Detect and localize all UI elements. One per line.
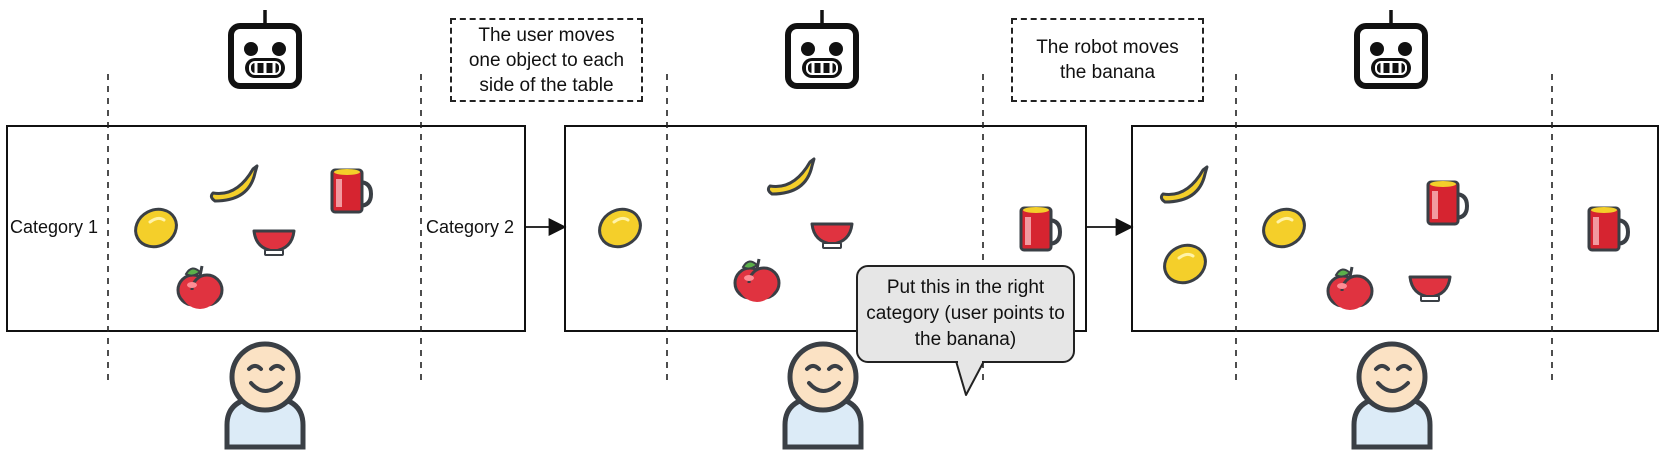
table-panel-1 bbox=[6, 125, 526, 332]
user-icon bbox=[785, 344, 861, 447]
lemon-icon bbox=[591, 200, 649, 256]
step-note-user-text: The user moves one object to each side o… bbox=[468, 24, 625, 96]
mug-icon bbox=[330, 167, 373, 214]
speech-bubble-text: Put this in the right category (user poi… bbox=[866, 277, 1065, 350]
user-icon bbox=[227, 344, 303, 447]
speech-bubble-tail-join bbox=[958, 359, 982, 363]
category-1-label: Category 1 bbox=[10, 216, 99, 238]
lemon-icon bbox=[1255, 200, 1313, 256]
robot-icon bbox=[1357, 10, 1425, 86]
mug-icon bbox=[1426, 179, 1469, 226]
robot-icon bbox=[231, 10, 299, 86]
speech-bubble-tail bbox=[955, 360, 985, 396]
lemon-icon bbox=[1156, 236, 1214, 292]
bowl-icon bbox=[252, 229, 296, 257]
lemon-icon bbox=[127, 200, 185, 256]
apple-icon bbox=[733, 257, 781, 304]
banana-icon bbox=[766, 157, 816, 196]
apple-icon bbox=[1326, 265, 1374, 312]
category-2-label: Category 2 bbox=[426, 216, 515, 238]
step-note-user: The user moves one object to each side o… bbox=[450, 18, 643, 102]
table-panel-3 bbox=[1131, 125, 1659, 332]
robot-icon bbox=[788, 10, 856, 86]
banana-icon bbox=[209, 164, 259, 203]
bowl-icon bbox=[1408, 275, 1452, 303]
apple-icon bbox=[176, 264, 224, 311]
bowl-icon bbox=[810, 222, 854, 250]
user-icon bbox=[1354, 344, 1430, 447]
mug-icon bbox=[1587, 205, 1630, 252]
banana-icon bbox=[1159, 165, 1209, 204]
step-note-robot: The robot moves the banana bbox=[1011, 18, 1204, 102]
mug-icon bbox=[1019, 205, 1062, 252]
speech-bubble: Put this in the right category (user poi… bbox=[856, 265, 1075, 363]
step-note-robot-text: The robot moves the banana bbox=[1036, 37, 1179, 83]
